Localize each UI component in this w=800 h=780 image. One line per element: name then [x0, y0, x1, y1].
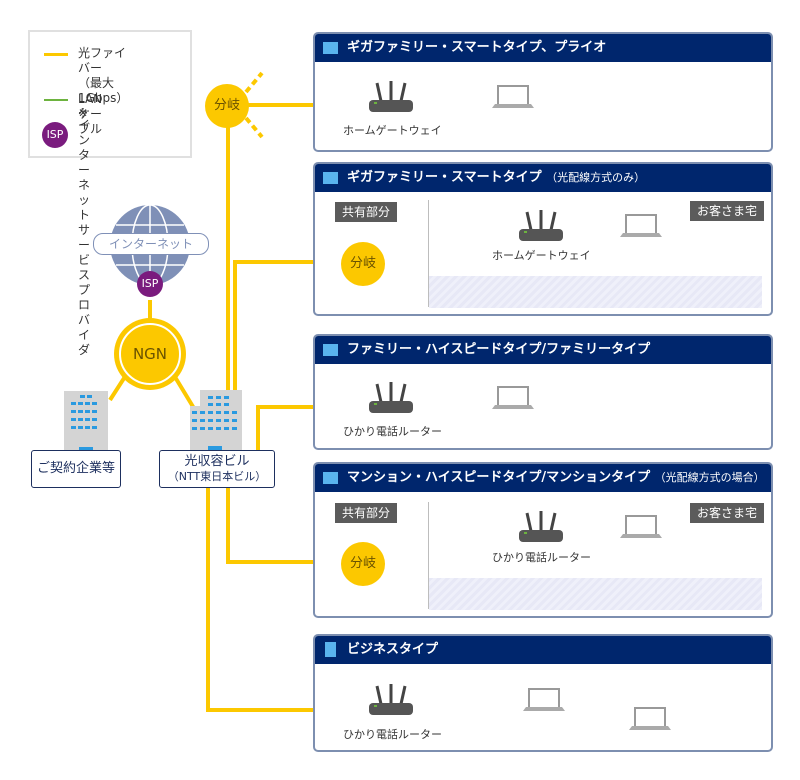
house-icon [323, 42, 338, 54]
house-icon [323, 344, 338, 356]
panel-title: マンション・ハイスピードタイプ/マンションタイプ [347, 470, 651, 485]
enterprise-building-icon [64, 391, 108, 455]
legend-lan-label: LANケーブル [78, 92, 103, 136]
legend-isp-label: インターネット サービスプロバイダ [78, 118, 91, 357]
panel-header: マンション・ハイスピードタイプ/マンションタイプ （光配線方式の場合） [315, 464, 771, 492]
shared-zone-tag: 共有部分 [335, 503, 398, 523]
legend: 光ファイバー （最大1Gbps）※ LANケーブル ISP インターネット サー… [28, 30, 192, 357]
zone-divider [428, 502, 429, 609]
panel-subtitle: （光配線方式のみ） [546, 171, 646, 184]
branch-node-p2: 分岐 [341, 242, 385, 286]
fiber-station-panel4 [226, 485, 340, 564]
panel-title: ギガファミリー・スマートタイプ [347, 170, 542, 185]
apartment-icon [323, 172, 338, 184]
panel-subtitle: （光配線方式の場合） [654, 471, 765, 484]
home-zone-tag: お客さま宅 [690, 503, 765, 523]
fiber-branch-top-dash2 [244, 116, 264, 139]
fiber-branch-top-dash1 [244, 71, 264, 94]
ngn-node: NGN [114, 318, 186, 390]
legend-fiber-label: 光ファイバー （最大1Gbps）※ [78, 46, 129, 120]
panel-header: ビジネスタイプ [315, 636, 771, 664]
device-label: ひかり電話ルーター [492, 551, 591, 564]
isp-icon: ISP [42, 122, 68, 148]
panel-title: ファミリー・ハイスピードタイプ/ファミリータイプ [347, 342, 651, 357]
panel-title: ビジネスタイプ [347, 642, 439, 657]
device-label: ホームゲートウェイ [343, 124, 442, 137]
shared-zone-tag: 共有部分 [335, 202, 398, 222]
panel-header: ギガファミリー・スマートタイプ （光配線方式のみ） [315, 164, 771, 192]
branch-node-top: 分岐 [205, 84, 249, 128]
home-zone-tag: お客さま宅 [690, 201, 765, 221]
ngn-label: NGN [119, 323, 181, 385]
hatched-area [429, 276, 762, 308]
internet-label: インターネット [93, 233, 209, 255]
fiber-station-panel2 [233, 260, 340, 392]
station-label-line1: 光収容ビル [184, 454, 250, 469]
apartment-icon [323, 472, 338, 484]
enterprise-label: ご契約企業等 [31, 450, 121, 488]
fiber-swatch [44, 53, 68, 56]
station-label-line2: （NTT東日本ビル） [167, 470, 267, 483]
panel-header: ファミリー・ハイスピードタイプ/ファミリータイプ [315, 336, 771, 364]
lan-swatch [44, 99, 68, 101]
isp-node: ISP [137, 271, 163, 297]
panel-header: ギガファミリー・スマートタイプ、プライオ [315, 34, 771, 62]
panel-family: ファミリー・ハイスピードタイプ/ファミリータイプ [313, 334, 773, 450]
branch-node-p4: 分岐 [341, 542, 385, 586]
panel-title: ギガファミリー・スマートタイプ、プライオ [347, 40, 607, 55]
device-label: ホームゲートウェイ [492, 249, 591, 262]
station-label: 光収容ビル （NTT東日本ビル） [159, 450, 275, 488]
device-label: ひかり電話ルーター [343, 728, 442, 741]
hatched-area [429, 578, 762, 610]
zone-divider [428, 200, 429, 307]
device-label: ひかり電話ルーター [343, 425, 442, 438]
office-building-icon [325, 642, 336, 657]
station-building-icon [190, 390, 242, 454]
